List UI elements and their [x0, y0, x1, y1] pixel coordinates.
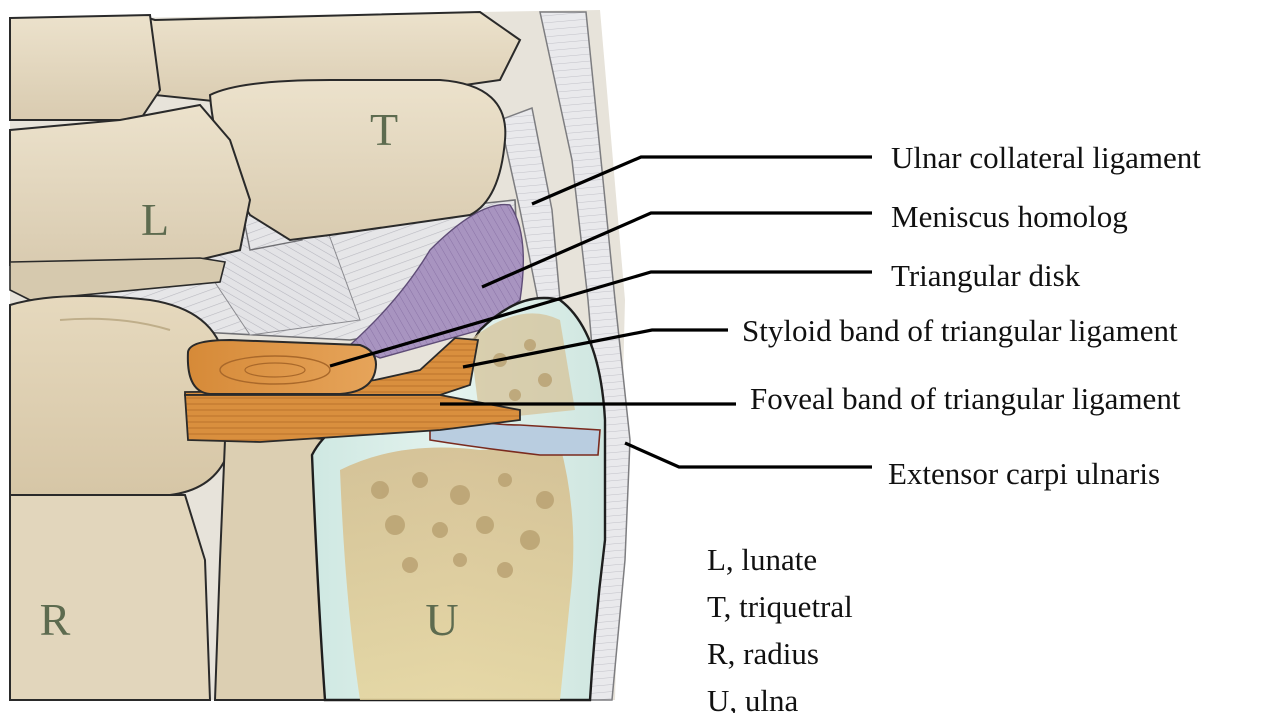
abbreviation-key: L, lunate T, triquetral R, radius U, uln…: [707, 536, 853, 713]
callout-meniscus-homolog: Meniscus homolog: [891, 201, 1128, 232]
key-triquetral: T, triquetral: [707, 583, 853, 630]
bone-label-radius: R: [40, 594, 71, 645]
lunate-bone-shape: [10, 105, 250, 265]
key-ulna: U, ulna: [707, 677, 853, 713]
bone-label-triquetral: T: [370, 104, 398, 155]
callout-extensor-carpi-ulnaris: Extensor carpi ulnaris: [888, 458, 1160, 489]
bone-label-lunate: L: [141, 194, 169, 245]
key-lunate: L, lunate: [707, 536, 853, 583]
callout-styloid-band: Styloid band of triangular ligament: [742, 315, 1178, 346]
key-radius: R, radius: [707, 630, 853, 677]
bone-label-ulna: U: [425, 594, 458, 645]
leader-extensor-carpi-ulnaris: [625, 443, 872, 467]
callout-triangular-disk: Triangular disk: [891, 260, 1080, 291]
triquetral-bone-shape: [210, 80, 505, 240]
triangular-disk-shape: [188, 340, 376, 394]
callout-foveal-band: Foveal band of triangular ligament: [750, 383, 1180, 414]
callout-ulnar-collateral-ligament: Ulnar collateral ligament: [891, 142, 1201, 173]
